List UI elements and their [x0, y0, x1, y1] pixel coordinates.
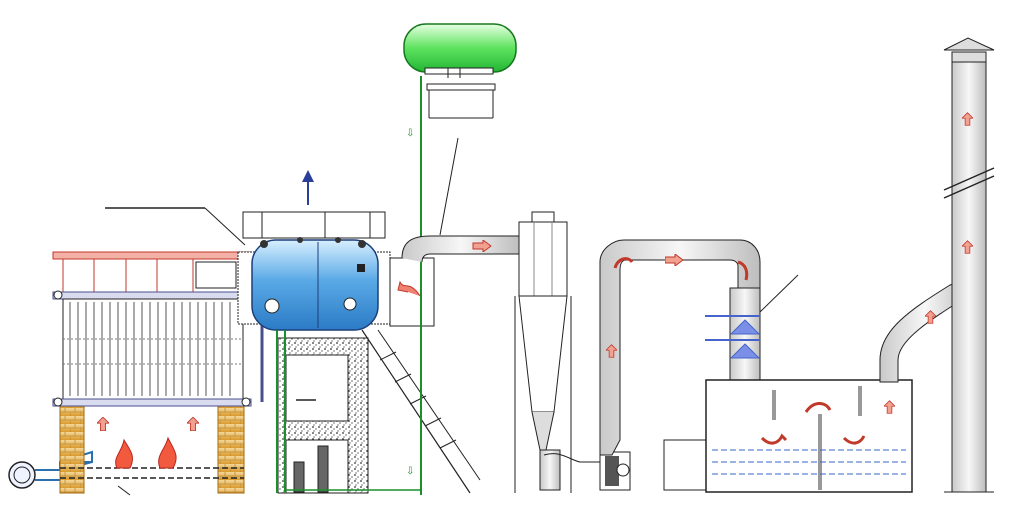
chain-grate-stoker	[59, 404, 245, 496]
economizer-tube-bank	[52, 207, 264, 407]
flue-duct-2	[599, 239, 761, 456]
cyclone-separator	[514, 211, 600, 493]
svg-text:⇩: ⇩	[406, 128, 414, 139]
induced-draft-fan	[599, 451, 631, 491]
boiler-drum	[237, 170, 435, 331]
wet-scrubber-tower	[705, 274, 799, 385]
steam-drum: ⇩ ⇩	[276, 23, 517, 495]
boiler-support-structure	[277, 329, 481, 494]
svg-text:⇩: ⇩	[406, 466, 414, 477]
flame-icon	[115, 436, 177, 469]
water-bath-tank	[663, 279, 971, 493]
chimney-stack	[943, 37, 995, 493]
flue-duct-1	[401, 235, 521, 263]
